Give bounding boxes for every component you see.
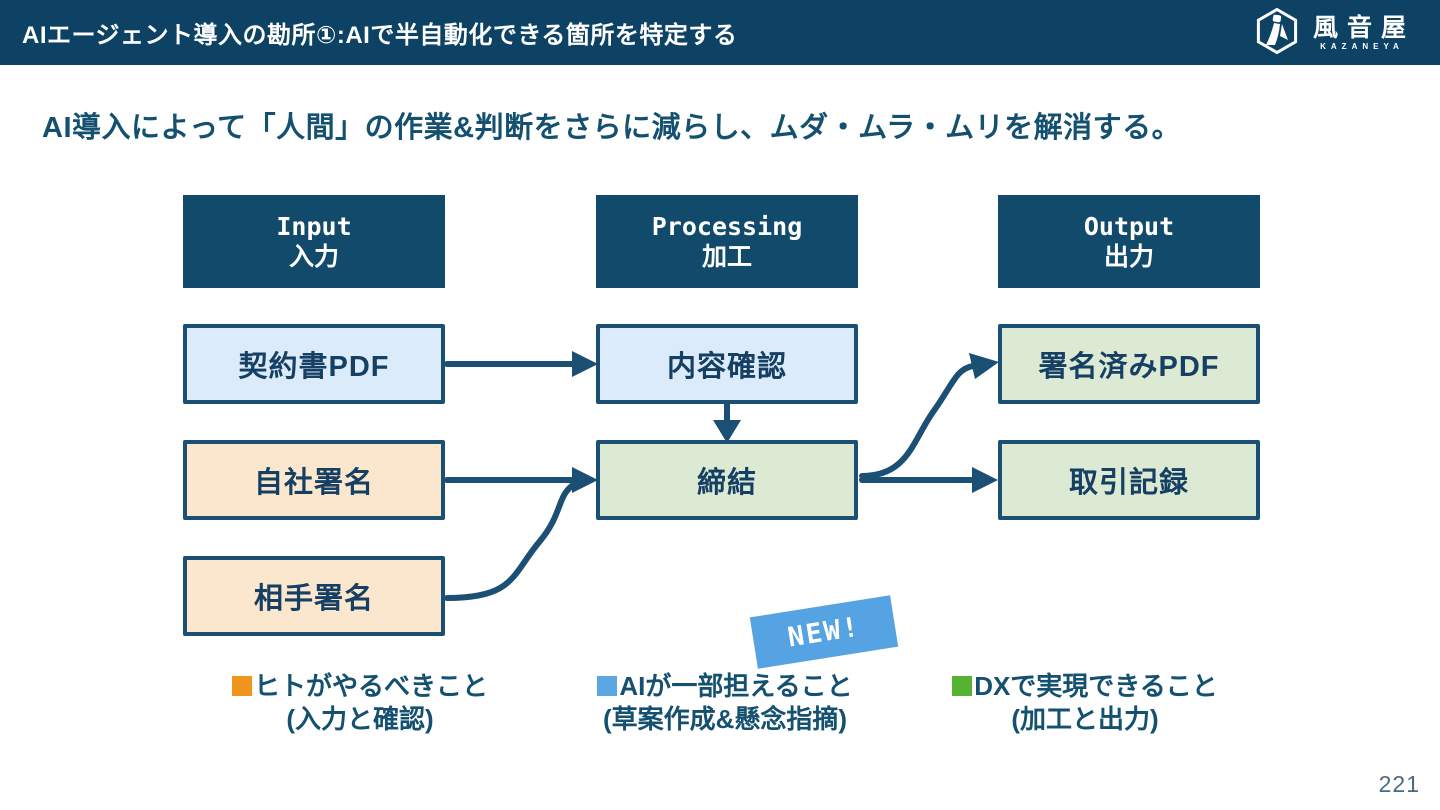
arrowhead-conclude-to-record [972,467,998,493]
node-conclude: 締結 [596,440,858,520]
legend-label-human: ヒトがやるべきこと [253,671,488,701]
node-content-check: 内容確認 [596,324,858,404]
node-transaction-record: 取引記録 [998,440,1260,520]
legend-item-dx: DXで実現できること (加工と出力) [916,670,1254,736]
title-bar: AIエージェント導入の勘所①:AIで半自動化できる箇所を特定する 風音屋 KAZ… [0,0,1440,65]
legend-label-ai: AIが一部担えること [619,671,853,701]
arrowhead-conclude-to-signed-pdf [969,353,999,379]
arrowhead-company-sign-to-conclude [572,467,598,493]
node-company-sign: 自社署名 [183,440,445,520]
legend-swatch-dx [952,676,973,696]
legend-item-ai: AIが一部担えること (草案作成&懸念指摘) [556,670,894,736]
column-header-processing-en: Processing [651,211,803,241]
kazaneya-logo: 風音屋 KAZANEYA [1253,7,1406,59]
legend-item-human: ヒトがやるべきこと (入力と確認) [198,670,522,736]
slide-subtitle: AI導入によって「人間」の作業&判断をさらに減らし、ムダ・ムラ・ムリを解消する。 [42,112,1182,144]
column-header-input-ja: 入力 [288,242,339,271]
legend-swatch-human [231,676,252,696]
logo-name: 風音屋 [1312,14,1415,42]
legend-sub-human: (入力と確認) [286,704,434,734]
column-header-output-en: Output [1083,211,1175,241]
node-signed-pdf: 署名済みPDF [998,324,1260,404]
legend-label-dx: DXで実現できること [974,671,1218,701]
arrowhead-contract-to-check [572,351,598,377]
column-header-input-en: Input [276,211,352,241]
kazaneya-logo-icon [1253,7,1301,60]
column-header-output: Output 出力 [998,195,1260,288]
column-header-processing-ja: 加工 [701,242,752,271]
new-badge: NEW! [749,595,899,669]
column-header-processing: Processing 加工 [596,195,858,288]
kazaneya-logo-text: 風音屋 KAZANEYA [1313,14,1406,52]
node-contract-pdf: 契約書PDF [183,324,445,404]
column-header-output-ja: 出力 [1103,242,1154,271]
node-partner-sign: 相手署名 [183,556,445,636]
legend-swatch-ai [597,676,618,696]
logo-romaji: KAZANEYA [1320,42,1404,51]
page-number: 221 [1378,771,1420,797]
column-header-input: Input 入力 [183,195,445,288]
legend-sub-dx: (加工と出力) [1011,704,1159,734]
arrow-conclude-to-signed-pdf [859,363,976,479]
page-title: AIエージェント導入の勘所①:AIで半自動化できる箇所を特定する [22,22,738,49]
arrow-partner-sign-to-conclude [444,480,579,601]
legend-sub-ai: (草案作成&懸念指摘) [602,704,848,734]
